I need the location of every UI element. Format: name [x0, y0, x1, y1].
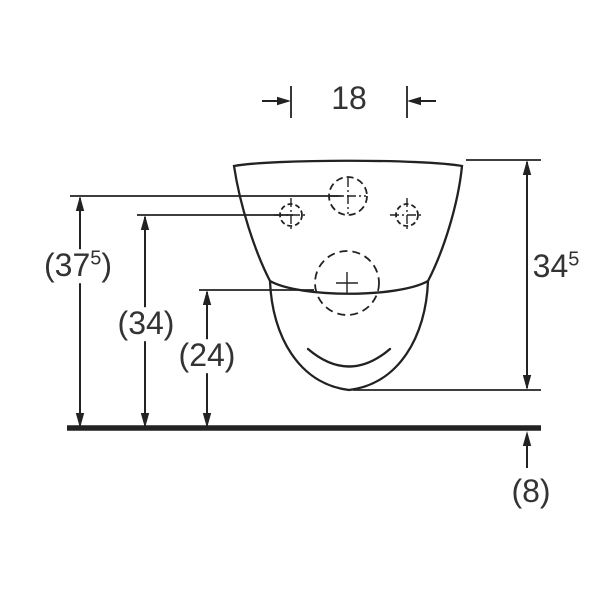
- dim-arrow-375: [75, 196, 85, 428]
- dim-arrow-top-width: [262, 96, 436, 106]
- reference-lines: [70, 86, 541, 391]
- toilet-inner-shoulder-line: [268, 279, 430, 295]
- fixing-hole-right: [390, 198, 424, 232]
- dim-arrow-345: [522, 160, 532, 390]
- dim-label-24: (24): [175, 338, 239, 373]
- dim-label-34-5: 345: [529, 249, 583, 284]
- outlet-connection-hole: [314, 250, 380, 316]
- toilet-bowl-inner-line: [306, 347, 392, 368]
- dim-label-37-5: (375): [40, 248, 116, 283]
- dim-label-8: (8): [508, 474, 554, 509]
- dim-label-18: 18: [328, 81, 370, 116]
- toilet-outer-contour: [232, 159, 464, 392]
- dim-label-34: (34): [114, 306, 178, 341]
- toilet-outline: [232, 159, 464, 392]
- dim-arrow-8: [522, 431, 532, 468]
